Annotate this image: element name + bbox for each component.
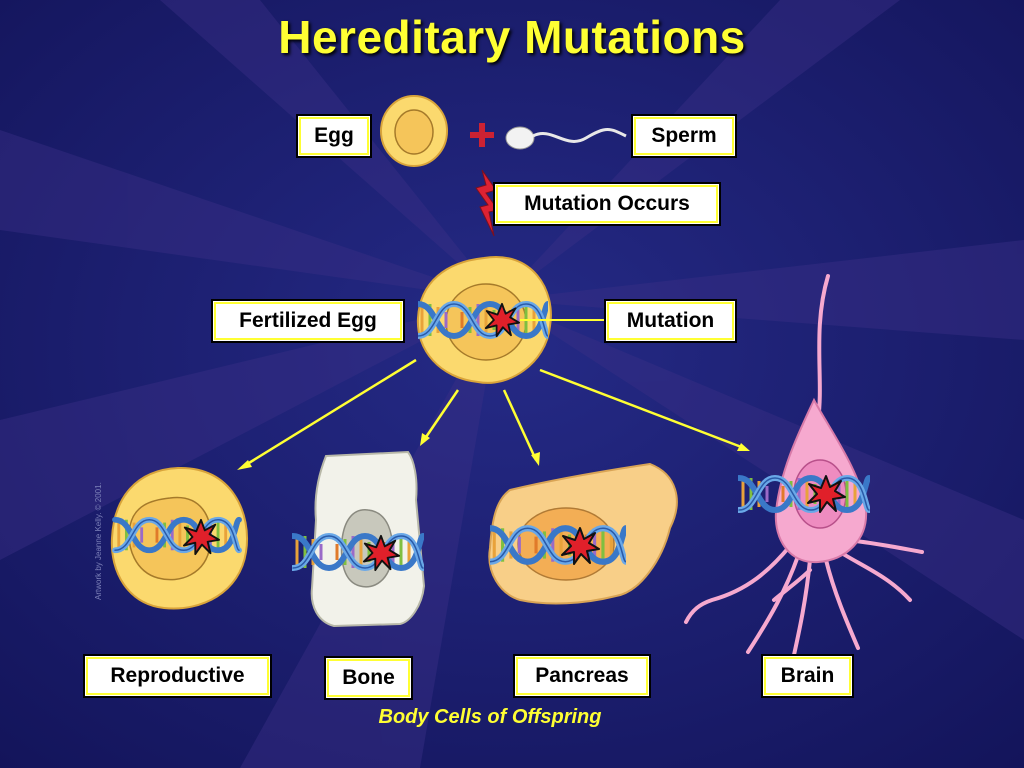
mutation-label: Mutation bbox=[604, 299, 737, 343]
page-title: Hereditary Mutations bbox=[278, 11, 746, 63]
arrows bbox=[237, 358, 750, 470]
brain-cell bbox=[684, 274, 924, 666]
reproductive-cell bbox=[110, 466, 248, 610]
bone-cell bbox=[293, 450, 426, 628]
pancreas-label: Pancreas bbox=[513, 654, 651, 698]
egg-label: Egg bbox=[296, 114, 372, 158]
mutation-occurs-label: Mutation Occurs bbox=[493, 182, 721, 226]
fertilized-egg-label: Fertilized Egg bbox=[211, 299, 405, 343]
artwork-credit: Artwork by Jeanne Kelly. © 2001. bbox=[94, 482, 103, 600]
body-cells-caption: Body Cells of Offspring bbox=[378, 706, 602, 728]
brain-label: Brain bbox=[761, 654, 854, 698]
egg-cell bbox=[380, 95, 448, 167]
sperm-label: Sperm bbox=[631, 114, 737, 158]
reproductive-label: Reproductive bbox=[83, 654, 272, 698]
pancreas-cell bbox=[488, 462, 678, 605]
fertilized-egg-cell bbox=[416, 255, 606, 384]
plus-icon bbox=[470, 123, 494, 147]
bone-label: Bone bbox=[324, 656, 413, 700]
lightning-icon bbox=[475, 169, 499, 237]
sperm-cell bbox=[505, 126, 627, 150]
